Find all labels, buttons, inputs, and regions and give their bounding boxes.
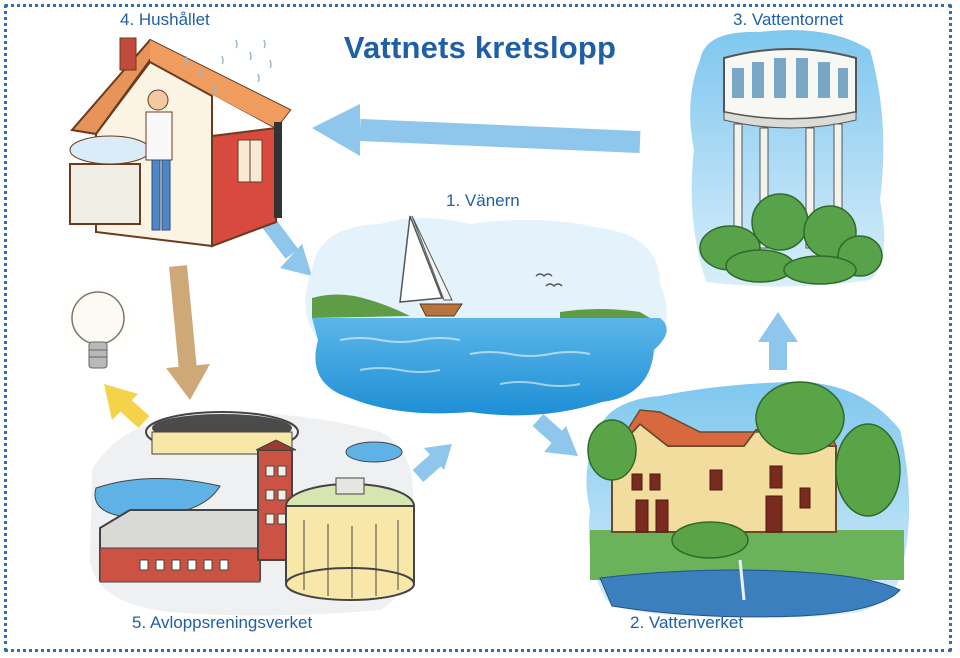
label-hushallet: 4. Hushållet: [120, 10, 210, 29]
sailboat-icon: [399, 215, 463, 317]
birds-icon: [535, 273, 563, 288]
water-tower-icon: [690, 30, 885, 287]
arrow-house-to-sewage: [166, 265, 210, 400]
house-icon: [69, 37, 292, 248]
arrow-waterworks-to-tower: [758, 312, 798, 370]
label-vanern: 1. Vänern: [446, 191, 520, 210]
lightbulb-icon: [54, 278, 142, 369]
arrow-house-to-lake: [261, 217, 312, 276]
label-vattenverket: 2. Vattenverket: [630, 613, 744, 632]
label-vattentornet: 3. Vattentornet: [733, 10, 844, 29]
arrow-lake-to-waterworks: [532, 414, 578, 456]
label-avloppsreningsverket: 5. Avloppsreningsverket: [132, 613, 313, 632]
page-title: Vattnets kretslopp: [343, 30, 617, 65]
arrow-sewage-to-lightbulb: [104, 384, 150, 428]
lake-icon: [305, 215, 667, 416]
waterworks-icon: [586, 381, 910, 618]
sewage-plant-icon: [90, 411, 415, 616]
arrow-tower-to-house: [312, 104, 641, 156]
arrow-sewage-to-lake: [412, 444, 452, 482]
dotted-frame: [4, 4, 952, 652]
